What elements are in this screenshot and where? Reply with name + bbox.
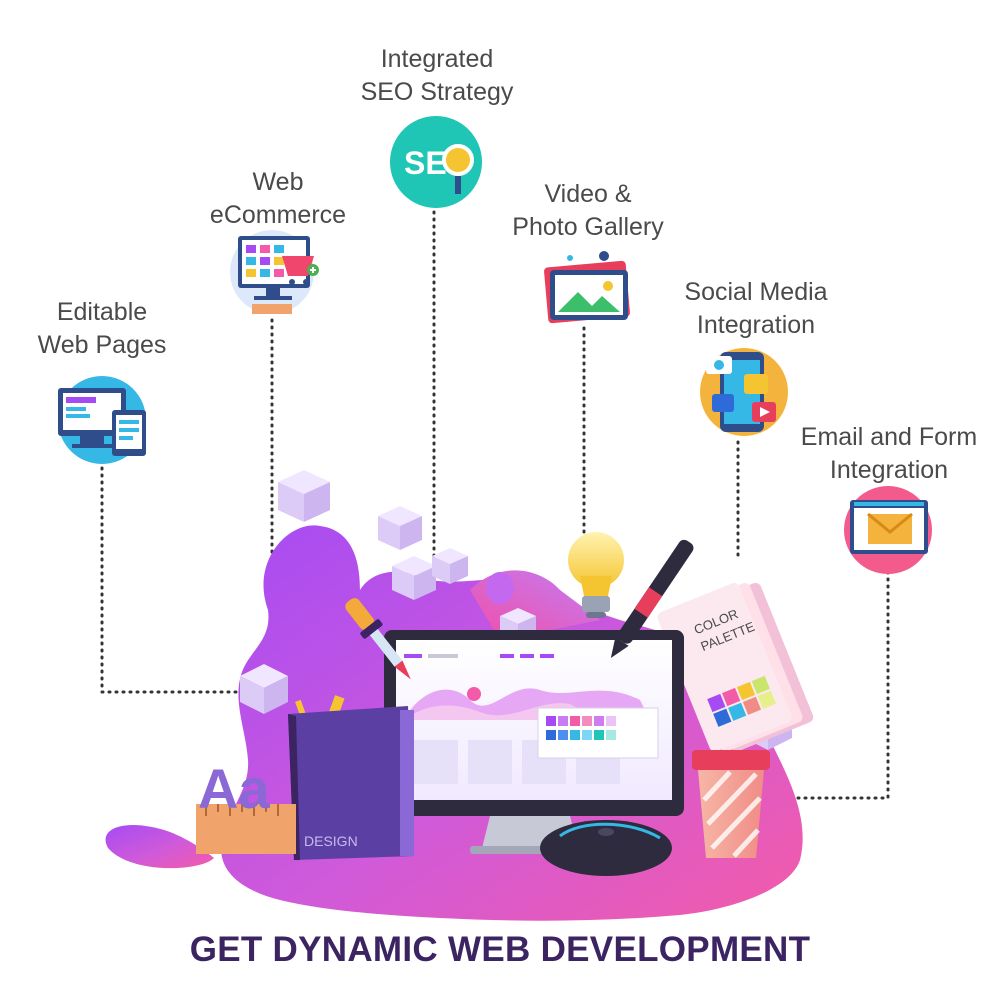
social-media-icon [700,348,788,436]
feature-label-social-media: Social Media Integration [684,278,828,339]
computer-mouse [540,820,672,876]
feature-label-email-form: Email and Form Integration [800,423,978,484]
pencil-cup: DESIGN [288,695,414,860]
cube [240,664,288,714]
webpages-icon [58,376,146,464]
feature-label-web-ecommerce: Web eCommerce [209,168,347,229]
light-bulb [568,532,624,618]
coffee-cup [692,750,770,858]
cube [432,548,468,584]
stylus-pen [610,539,694,659]
photo-gallery-icon [544,251,630,324]
cube [378,506,422,550]
color-dropper [345,598,411,680]
color-palette: COLOR PALETTE [657,582,814,752]
cube [392,556,436,600]
feature-label-editable-web-pages: Editable Web Pages [37,298,167,359]
design-book-text: DESIGN [304,833,358,849]
email-icon [844,486,932,574]
ruler-letters: Aa [196,757,296,854]
connector-editable [100,466,242,694]
connector-email [788,570,890,800]
letters-text: Aa [198,757,270,820]
page-headline: GET DYNAMIC WEB DEVELOPMENT [189,930,811,969]
shopping-cart-icon [230,230,319,314]
feature-label-video-photo-gallery: Video & Photo Gallery [512,180,664,241]
seo-icon: SEO [390,116,482,208]
cube [278,470,330,522]
feature-label-seo-strategy: Integrated SEO Strategy [360,45,514,106]
